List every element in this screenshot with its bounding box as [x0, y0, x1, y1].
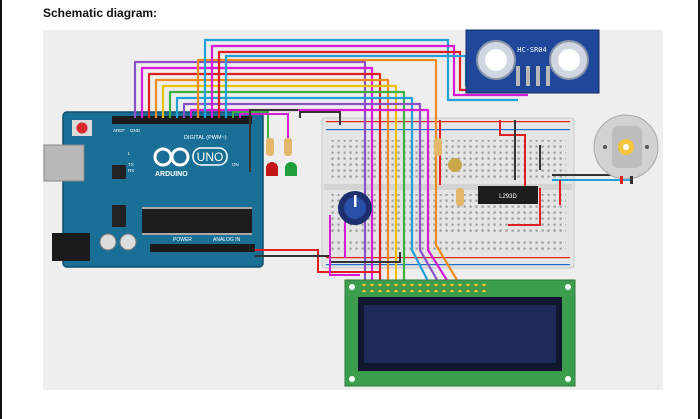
right-border — [698, 0, 700, 419]
reset-button-icon — [76, 122, 88, 134]
resistor-icon — [266, 138, 464, 206]
diagram-heading: Schematic diagram: — [43, 6, 158, 20]
on-label: ON — [232, 162, 239, 167]
l293d-chip: L293D — [478, 186, 538, 204]
analog-header-label: ANALOG IN — [213, 237, 241, 243]
photoresistor-icon — [448, 158, 462, 172]
lcd-data-wires — [133, 58, 461, 286]
arduino-uno-board: UNO ARDUINO DIGITAL (PWM~) POWER ANALOG … — [43, 111, 264, 268]
board-name-label: UNO — [197, 150, 224, 164]
lcd-screen — [364, 305, 556, 363]
led-green-icon — [285, 162, 297, 176]
lcd-display — [344, 279, 576, 387]
power-jack-icon — [52, 233, 90, 261]
left-border — [0, 0, 2, 419]
tx-label: TX — [128, 162, 134, 167]
sensor-name-label: HC-SR04 — [517, 46, 547, 54]
gnd-label: GND — [130, 128, 141, 133]
ultrasonic-sensor: HC-SR04 — [465, 29, 600, 94]
lcd-pin-header — [362, 284, 490, 292]
l-label: L — [128, 151, 131, 156]
potentiometer-icon — [338, 191, 372, 225]
power-header-label: POWER — [173, 237, 192, 243]
digital-header-label: DIGITAL (PWM~) — [184, 135, 227, 141]
power-wires — [249, 109, 632, 276]
rx-label: RX — [128, 168, 134, 173]
usb-port-icon — [43, 144, 85, 182]
uno-badge — [192, 147, 228, 166]
led-red-icon — [266, 162, 278, 176]
brand-label: ARDUINO — [155, 171, 188, 178]
aref-label: AREF — [113, 128, 125, 133]
arduino-infinity-logo-icon — [153, 147, 190, 167]
dc-motor-icon — [593, 114, 659, 184]
chip-label: L293D — [499, 194, 517, 200]
